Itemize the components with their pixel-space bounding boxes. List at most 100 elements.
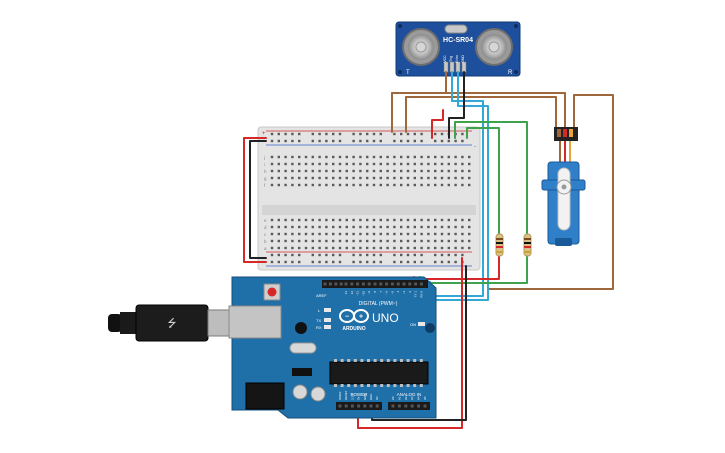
- breadboard-holes[interactable]: [270, 132, 471, 264]
- breadboard-hole[interactable]: [447, 225, 450, 229]
- breadboard-hole[interactable]: [447, 169, 450, 173]
- rail-hole[interactable]: [291, 132, 294, 136]
- breadboard-hole[interactable]: [454, 239, 457, 243]
- breadboard-hole[interactable]: [270, 162, 274, 166]
- rail-hole[interactable]: [332, 132, 335, 136]
- breadboard-hole[interactable]: [270, 169, 274, 173]
- digital-pin[interactable]: [328, 282, 332, 286]
- rail-hole[interactable]: [284, 260, 287, 264]
- breadboard-hole[interactable]: [366, 155, 369, 159]
- breadboard-hole[interactable]: [454, 232, 457, 236]
- breadboard-hole[interactable]: [468, 225, 471, 229]
- breadboard-hole[interactable]: [338, 155, 342, 159]
- breadboard-hole[interactable]: [298, 162, 301, 166]
- breadboard-hole[interactable]: [277, 162, 280, 166]
- breadboard-hole[interactable]: [413, 162, 416, 166]
- breadboard-hole[interactable]: [413, 183, 416, 187]
- breadboard-hole[interactable]: [345, 232, 348, 236]
- breadboard-hole[interactable]: [447, 183, 450, 187]
- breadboard-hole[interactable]: [291, 246, 294, 250]
- breadboard-hole[interactable]: [325, 176, 328, 180]
- analog-pin[interactable]: [397, 404, 401, 408]
- rail-hole[interactable]: [325, 139, 328, 143]
- breadboard-hole[interactable]: [352, 183, 355, 187]
- breadboard-hole[interactable]: [440, 176, 444, 180]
- power-pin[interactable]: [338, 404, 342, 408]
- breadboard-hole[interactable]: [352, 246, 355, 250]
- breadboard-hole[interactable]: [420, 162, 423, 166]
- servo-motor[interactable]: [541, 127, 586, 246]
- breadboard-hole[interactable]: [304, 218, 308, 222]
- breadboard-hole[interactable]: [440, 218, 444, 222]
- digital-pin[interactable]: [361, 282, 365, 286]
- breadboard-hole[interactable]: [284, 169, 287, 173]
- rail-hole[interactable]: [420, 139, 423, 143]
- breadboard-hole[interactable]: [400, 169, 403, 173]
- breadboard-hole[interactable]: [318, 239, 321, 243]
- rail-hole[interactable]: [318, 260, 321, 264]
- breadboard-hole[interactable]: [406, 232, 410, 236]
- breadboard-hole[interactable]: [468, 232, 471, 236]
- breadboard-hole[interactable]: [304, 232, 308, 236]
- breadboard-hole[interactable]: [304, 155, 308, 159]
- breadboard-hole[interactable]: [332, 239, 335, 243]
- rail-hole[interactable]: [298, 139, 301, 143]
- breadboard-hole[interactable]: [413, 155, 416, 159]
- rail-hole[interactable]: [434, 132, 437, 136]
- breadboard-hole[interactable]: [386, 225, 389, 229]
- rail-hole[interactable]: [325, 260, 328, 264]
- rail-hole[interactable]: [311, 132, 314, 136]
- breadboard-hole[interactable]: [284, 246, 287, 250]
- rail-hole[interactable]: [379, 132, 382, 136]
- rail-hole[interactable]: [352, 260, 355, 264]
- breadboard-hole[interactable]: [352, 239, 355, 243]
- digital-pin[interactable]: [390, 282, 394, 286]
- breadboard-hole[interactable]: [332, 225, 335, 229]
- rail-hole[interactable]: [454, 253, 457, 257]
- rail-hole[interactable]: [420, 260, 423, 264]
- digital-pin[interactable]: [339, 282, 343, 286]
- breadboard-hole[interactable]: [270, 246, 274, 250]
- rail-hole[interactable]: [311, 260, 314, 264]
- breadboard-hole[interactable]: [393, 176, 396, 180]
- breadboard-hole[interactable]: [318, 155, 321, 159]
- wire-green-left[interactable]: [466, 127, 500, 245]
- breadboard-hole[interactable]: [427, 183, 430, 187]
- rail-hole[interactable]: [434, 139, 437, 143]
- rail-hole[interactable]: [352, 132, 355, 136]
- rail-hole[interactable]: [325, 132, 328, 136]
- rail-hole[interactable]: [372, 253, 376, 257]
- rail-hole[interactable]: [291, 139, 294, 143]
- rail-hole[interactable]: [359, 260, 362, 264]
- breadboard-hole[interactable]: [366, 183, 369, 187]
- breadboard-hole[interactable]: [413, 232, 416, 236]
- rail-hole[interactable]: [352, 139, 355, 143]
- breadboard-hole[interactable]: [427, 218, 430, 222]
- rail-hole[interactable]: [447, 253, 450, 257]
- breadboard-hole[interactable]: [332, 162, 335, 166]
- breadboard-hole[interactable]: [277, 155, 280, 159]
- breadboard-hole[interactable]: [318, 218, 321, 222]
- reset-button-cap[interactable]: [267, 287, 277, 297]
- sensor-pin[interactable]: [449, 61, 455, 73]
- breadboard-hole[interactable]: [461, 225, 464, 229]
- rail-hole[interactable]: [440, 253, 444, 257]
- breadboard-hole[interactable]: [318, 232, 321, 236]
- analog-header[interactable]: [388, 402, 430, 410]
- power-pin[interactable]: [344, 404, 348, 408]
- breadboard-hole[interactable]: [366, 176, 369, 180]
- breadboard-hole[interactable]: [461, 176, 464, 180]
- breadboard-hole[interactable]: [291, 169, 294, 173]
- rail-hole[interactable]: [434, 253, 437, 257]
- rail-hole[interactable]: [298, 253, 301, 257]
- breadboard-hole[interactable]: [298, 246, 301, 250]
- breadboard-hole[interactable]: [427, 232, 430, 236]
- breadboard-hole[interactable]: [277, 232, 280, 236]
- rail-hole[interactable]: [372, 260, 376, 264]
- breadboard-hole[interactable]: [434, 239, 437, 243]
- breadboard-hole[interactable]: [311, 169, 314, 173]
- breadboard-hole[interactable]: [304, 162, 308, 166]
- breadboard-hole[interactable]: [270, 239, 274, 243]
- breadboard-hole[interactable]: [406, 218, 410, 222]
- rail-hole[interactable]: [332, 139, 335, 143]
